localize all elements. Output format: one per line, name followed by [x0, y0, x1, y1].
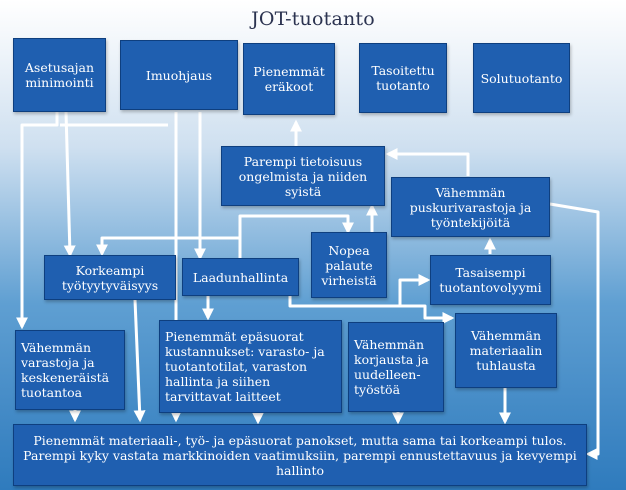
arrow-tyytyvaisyys-bottom [133, 299, 146, 423]
box-parempi-tietoisuus: Parempi tietoisuus ongelmista ja niiden … [221, 146, 385, 206]
box-tasaisempi-tuotantovolyymi: Tasaisempi tuotantovolyymi [430, 255, 551, 305]
diagram-title: JOT-tuotanto [251, 8, 375, 30]
box-asetusajan-minimointi: Asetusajan minimointi [13, 38, 106, 112]
box-solutuotanto: Solutuotanto [473, 43, 570, 113]
box-korkeampi-tyytyvaisyys: Korkeampi työtyytyväisyys [44, 255, 176, 300]
box-tasoitettu-tuotanto: Tasoitettu tuotanto [359, 43, 447, 113]
box-imuohjaus: Imuohjaus [120, 40, 238, 110]
box-yhteenveto: Pienemmät materiaali-, työ- ja epäsuorat… [13, 424, 587, 486]
arrow-laatu-tasaisempi [398, 274, 431, 306]
box-laadunhallinta: Laadunhallinta [182, 258, 299, 296]
arrow-puskuri-bottom [549, 202, 600, 460]
arrow-laatu-tyytyvaisyys [96, 236, 240, 257]
arrow-laatu-materiaali [288, 296, 455, 324]
arrow-asetusajan-tyytyvaisyys [63, 111, 76, 258]
box-pienemmat-erakoot: Pienemmät eräkoot [243, 43, 335, 115]
box-vahemman-varastoja: Vähemmän varastoja ja keskeneräistä tuot… [15, 330, 125, 410]
box-nopea-palaute: Nopea palaute virheistä [311, 232, 387, 298]
box-korjaus-uudelleentyosto: Vähemmän korjausta ja uudelleen- työstöä [348, 322, 444, 412]
arrow-puskuri-tietoisuus [385, 148, 470, 176]
arrow-asetusajan-erakoot [15, 112, 59, 330]
box-materiaalin-tuhlaus: Vähemmän materiaalin tuhlausta [455, 313, 557, 388]
box-puskurivarastoja: Vähemmän puskurivarastoja ja työntekijöi… [391, 177, 550, 237]
box-epasuorat-kustannukset: Pienemmät epäsuorat kustannukset: varast… [159, 320, 342, 413]
